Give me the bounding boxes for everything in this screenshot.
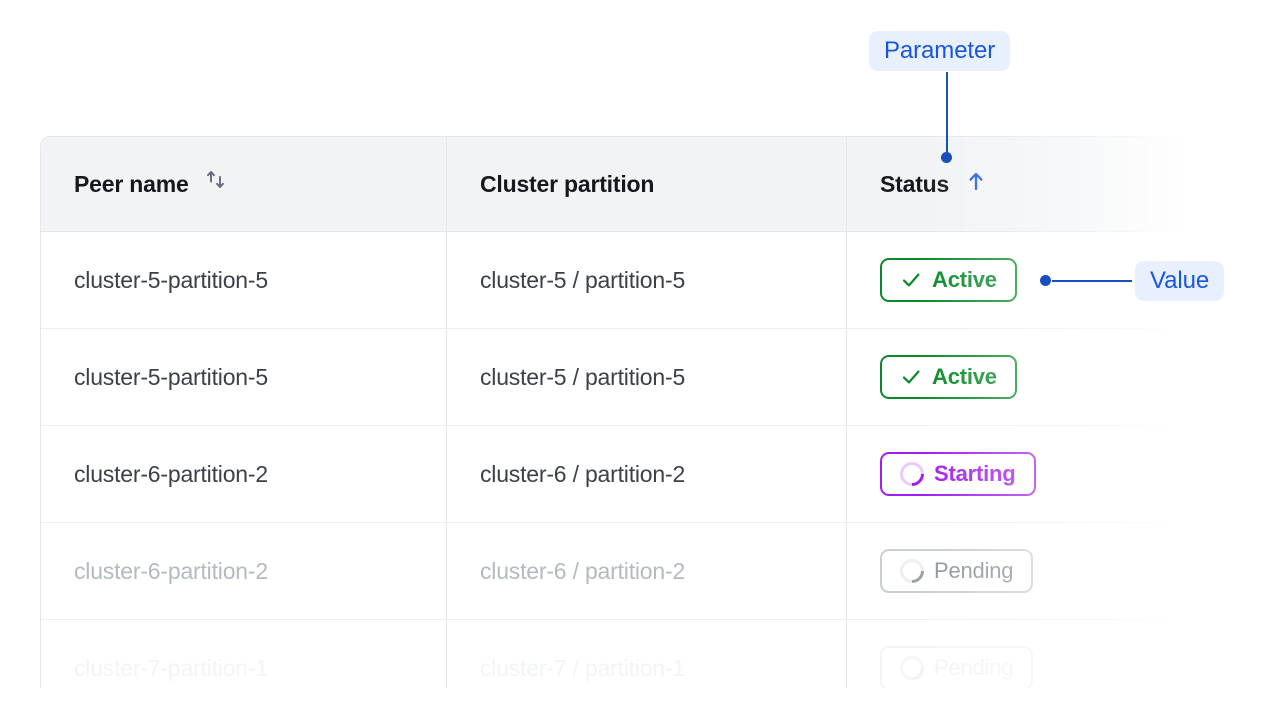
table-row[interactable]: cluster-7-partition-1 cluster-7 / partit… bbox=[41, 620, 1191, 716]
status-badge-label: Pending bbox=[934, 558, 1014, 583]
status-badge[interactable]: Pending bbox=[880, 549, 1034, 593]
status-badge-label: Active bbox=[932, 267, 997, 292]
annotation-parameter-dot bbox=[941, 152, 952, 163]
spinner-icon bbox=[895, 554, 929, 588]
sort-arrow-up-icon[interactable] bbox=[963, 168, 989, 200]
status-badge-label: Starting bbox=[934, 461, 1016, 486]
cell-peer-name: cluster-7-partition-1 bbox=[41, 620, 446, 716]
annotation-parameter-connector bbox=[946, 72, 948, 157]
table-body: cluster-5-partition-5 cluster-5 / partit… bbox=[41, 232, 1191, 716]
status-badge-label: Pending bbox=[934, 655, 1014, 680]
cell-status: Active bbox=[846, 232, 1191, 329]
sort-both-arrows-icon[interactable] bbox=[203, 168, 229, 200]
cell-status: Pending bbox=[846, 620, 1191, 716]
cell-peer-name: cluster-5-partition-5 bbox=[41, 232, 446, 329]
spinner-icon bbox=[895, 651, 929, 685]
column-header-status-label: Status bbox=[880, 170, 950, 197]
table-row[interactable]: cluster-5-partition-5 cluster-5 / partit… bbox=[41, 232, 1191, 329]
cell-status: Active bbox=[846, 329, 1191, 426]
peers-table-container: Peer name Cluster partition bbox=[40, 136, 1192, 717]
status-badge-label: Active bbox=[932, 364, 997, 389]
cell-peer-name: cluster-5-partition-5 bbox=[41, 329, 446, 426]
table-row[interactable]: cluster-5-partition-5 cluster-5 / partit… bbox=[41, 329, 1191, 426]
cell-cluster-partition: cluster-5 / partition-5 bbox=[446, 329, 846, 426]
status-badge[interactable]: Pending bbox=[880, 646, 1034, 690]
table-row[interactable]: cluster-6-partition-2 cluster-6 / partit… bbox=[41, 426, 1191, 523]
cell-cluster-partition: cluster-7 / partition-1 bbox=[446, 620, 846, 716]
table-header-row: Peer name Cluster partition bbox=[41, 137, 1191, 232]
table-header: Peer name Cluster partition bbox=[41, 137, 1191, 232]
column-header-cluster-partition-label: Cluster partition bbox=[480, 170, 655, 197]
status-badge[interactable]: Active bbox=[880, 258, 1017, 302]
peers-table: Peer name Cluster partition bbox=[40, 136, 1192, 717]
cell-peer-name: cluster-6-partition-2 bbox=[41, 426, 446, 523]
status-badge[interactable]: Active bbox=[880, 355, 1017, 399]
annotation-value-connector bbox=[1052, 280, 1132, 282]
column-header-peer-name-label: Peer name bbox=[74, 170, 189, 197]
spinner-icon bbox=[895, 457, 929, 491]
cell-cluster-partition: cluster-6 / partition-2 bbox=[446, 523, 846, 620]
annotation-parameter-label: Parameter bbox=[869, 31, 1011, 71]
cell-peer-name: cluster-6-partition-2 bbox=[41, 523, 446, 620]
check-icon bbox=[900, 366, 922, 388]
cell-cluster-partition: cluster-6 / partition-2 bbox=[446, 426, 846, 523]
cell-status: Starting bbox=[846, 426, 1191, 523]
cell-cluster-partition: cluster-5 / partition-5 bbox=[446, 232, 846, 329]
column-header-cluster-partition[interactable]: Cluster partition bbox=[446, 137, 846, 232]
column-header-status[interactable]: Status bbox=[846, 137, 1191, 232]
annotation-value-dot bbox=[1040, 275, 1051, 286]
check-icon bbox=[900, 269, 922, 291]
cell-status: Pending bbox=[846, 523, 1191, 620]
annotation-value-label: Value bbox=[1135, 261, 1225, 301]
table-row[interactable]: cluster-6-partition-2 cluster-6 / partit… bbox=[41, 523, 1191, 620]
status-badge[interactable]: Starting bbox=[880, 452, 1036, 496]
column-header-peer-name[interactable]: Peer name bbox=[41, 137, 446, 232]
